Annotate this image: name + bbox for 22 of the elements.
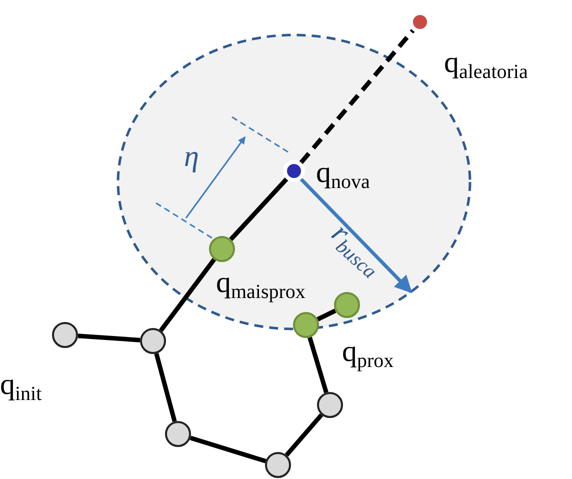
node-label: q$_{init}$ [0, 370, 42, 404]
dashed-edge [299, 28, 415, 164]
step-size-label: η [184, 142, 199, 172]
tree-node-circle [265, 452, 291, 478]
tree-node-circle [293, 312, 319, 338]
node-label: q$_{maisprox}$ [216, 268, 306, 302]
node-label: q$_{aleatoria}$ [444, 48, 528, 82]
tree-edge [154, 352, 177, 422]
tree-node-circle [317, 392, 343, 418]
node-label: q$_{nova}$ [316, 158, 370, 192]
tree-node-circle [52, 322, 78, 348]
tree-edge [159, 258, 216, 332]
tree-edge [190, 436, 266, 464]
tree-node-circle [165, 421, 191, 447]
tree-edge [308, 336, 328, 394]
tree-edge [78, 334, 140, 342]
node-label: q$_{prox}$ [342, 337, 394, 371]
tree-node-circle [140, 328, 166, 354]
tree-edge [229, 178, 288, 241]
tree-edge [316, 308, 336, 322]
tree-node-circle [283, 160, 305, 182]
tree-edge [284, 413, 324, 457]
